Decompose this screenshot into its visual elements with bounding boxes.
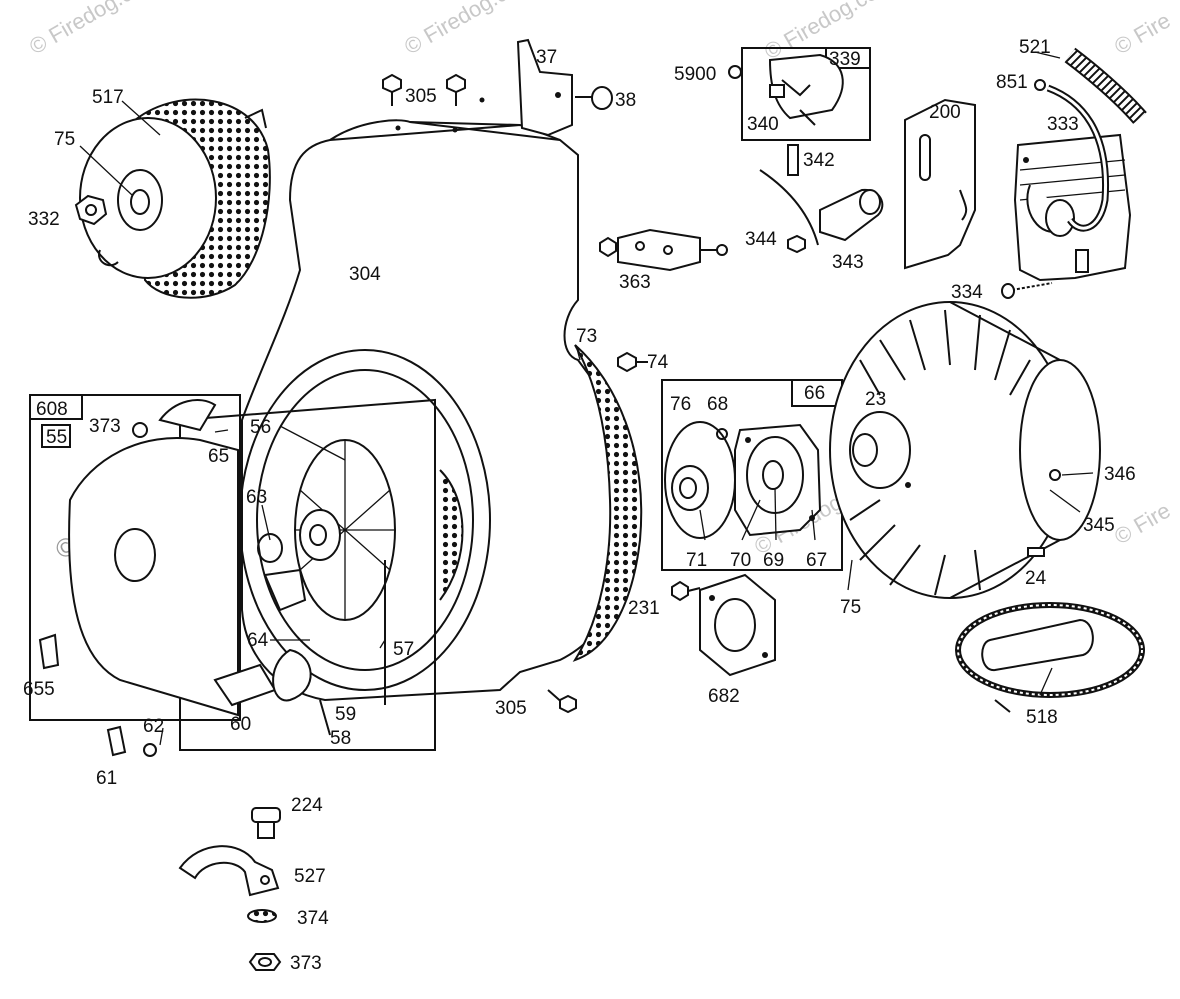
part-label-231: 231: [628, 598, 660, 619]
pulley-icon: [79, 117, 217, 279]
part-label-333: 333: [1047, 114, 1079, 135]
part-label-61: 61: [96, 768, 117, 789]
screw-icon: [671, 580, 701, 602]
part-label-66: 66: [804, 383, 825, 404]
part-label-518: 518: [1026, 707, 1058, 728]
armature-icon: [1013, 133, 1132, 282]
screw-icon: [617, 351, 648, 373]
part-label-345: 345: [1083, 515, 1115, 536]
part-label-23: 23: [865, 389, 886, 410]
part-label-76: 76: [670, 394, 691, 415]
spark-plug-wire-icon: [1034, 47, 1147, 232]
screw-icon: [1001, 282, 1053, 299]
part-label-521: 521: [1019, 37, 1051, 58]
rewind-starter-icon: [29, 394, 436, 751]
part-label-67: 67: [806, 550, 827, 571]
part-label-373: 373: [89, 416, 121, 437]
nut-icon: [74, 194, 108, 226]
clamp-icon: [178, 845, 280, 897]
part-label-343: 343: [832, 252, 864, 273]
part-label-682: 682: [708, 686, 740, 707]
part-label-62: 62: [143, 716, 164, 737]
watermark-text: © Firedog.com: [25, 0, 163, 59]
part-label-851: 851: [996, 72, 1028, 93]
screw-icon: [382, 73, 485, 106]
part-label-70: 70: [730, 550, 751, 571]
part-label-24: 24: [1025, 568, 1047, 589]
part-label-344: 344: [745, 229, 777, 250]
terminal-block-icon: [599, 228, 728, 272]
breaker-assembly-icon: [728, 47, 871, 141]
part-label-71: 71: [686, 550, 707, 571]
part-label-305: 305: [405, 86, 437, 107]
pin-icon: [787, 144, 799, 176]
part-label-56: 56: [250, 417, 271, 438]
part-label-517: 517: [92, 87, 124, 108]
part-label-60: 60: [230, 714, 251, 735]
part-label-37: 37: [536, 47, 557, 68]
watermark-text: © Fire: [1110, 8, 1175, 60]
part-label-74: 74: [647, 352, 669, 373]
part-label-334: 334: [951, 282, 983, 303]
screw-icon: [575, 86, 613, 110]
part-label-655: 655: [23, 679, 55, 700]
bolt-icon: [251, 807, 281, 839]
bracket-icon: [516, 38, 573, 137]
part-label-224: 224: [291, 795, 323, 816]
part-label-63: 63: [246, 487, 267, 508]
part-label-58: 58: [330, 728, 351, 749]
part-label-346: 346: [1104, 464, 1136, 485]
part-label-374: 374: [297, 908, 329, 929]
part-label-64: 64: [247, 630, 269, 651]
starter-rope-icon: [955, 602, 1145, 713]
hex-nut-icon: [248, 953, 282, 971]
part-label-305: 305: [495, 698, 527, 719]
part-label-5900: 5900: [674, 64, 716, 85]
part-label-59: 59: [335, 704, 356, 725]
part-label-527: 527: [294, 866, 326, 887]
leader-lines: [159, 51, 1094, 746]
part-label-304: 304: [349, 264, 381, 285]
part-labels: 517 75 332 304 305 37 38 5900 339 340 34…: [23, 37, 1136, 974]
part-label-69: 69: [763, 550, 784, 571]
part-label-65: 65: [208, 446, 229, 467]
clip-icon: [106, 725, 157, 757]
watermark-text: © Fire: [1110, 498, 1175, 550]
part-label-363: 363: [619, 272, 651, 293]
part-label-68: 68: [707, 394, 728, 415]
plate-icon: [904, 98, 976, 270]
gasket-icon: [699, 573, 776, 677]
part-label-373: 373: [290, 953, 322, 974]
part-label-200: 200: [929, 102, 961, 123]
part-label-332: 332: [28, 209, 60, 230]
part-label-75: 75: [54, 129, 75, 150]
lock-washer-icon: [247, 909, 277, 923]
condenser-icon: [759, 169, 884, 254]
part-label-608: 608: [36, 399, 68, 420]
part-label-38: 38: [615, 90, 636, 111]
screw-icon: [547, 689, 577, 714]
part-label-339: 339: [829, 49, 861, 70]
part-label-57: 57: [393, 639, 414, 660]
part-label-55: 55: [46, 427, 67, 448]
part-label-75: 75: [840, 597, 861, 618]
part-label-73: 73: [576, 326, 597, 347]
blower-housing-icon: [239, 119, 643, 702]
watermark-text: © Firedog.com: [400, 0, 538, 59]
flywheel-icon: [829, 301, 1101, 599]
part-label-340: 340: [747, 114, 779, 135]
part-label-342: 342: [803, 150, 835, 171]
